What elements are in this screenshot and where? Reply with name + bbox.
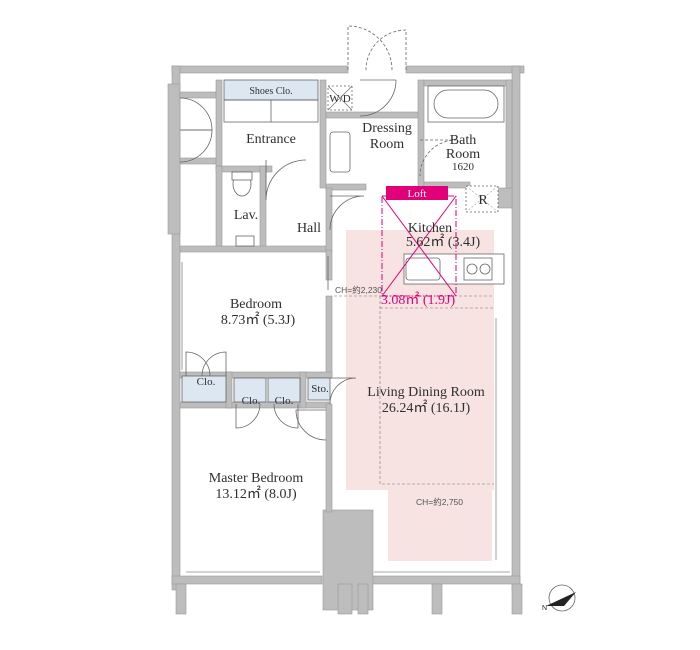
wd-label: W/D [329,93,350,105]
ceiling-boundaries [334,295,494,485]
loft-outline [381,195,457,297]
door-swings [179,25,457,441]
bath-label-1: Bath [450,133,476,148]
refrigerator-label: R [478,193,488,208]
storage-fixture [307,377,331,401]
lav-label: Lav. [234,208,258,223]
bath-size-label: 1620 [452,161,475,173]
storage-label: Sto. [311,383,329,395]
kitchen-area-label: 5.62㎡ (3.4J) [406,234,481,250]
hall-label: Hall [297,221,321,236]
ch-living-label: CH=約2,750 [416,497,463,507]
master-closet-2-fixture [267,377,301,403]
fixtures [181,79,505,403]
living-floor-tint-lower [388,488,492,561]
toilet-tank-fixture [235,235,255,247]
dressing-basin-fixture [329,131,351,173]
room-labels: Shoes Clo. W/D Entrance Dressing Room Ba… [197,86,489,507]
ch-kitchen-label: CH=約2,230 [335,285,382,295]
bedroom-closet-fixture [181,375,227,403]
loft-area [381,186,457,297]
master-bedroom-label: Master Bedroom [209,471,304,486]
kitchen-sink [405,257,441,281]
kitchen-label: Kitchen [408,221,452,236]
north-arrow-icon: N [542,584,576,612]
entrance-label: Entrance [246,132,296,147]
loft-area-label: 3.08㎡ (1.9J) [381,292,456,308]
dressing-label-1: Dressing [362,121,412,136]
master-bedroom-area-label: 13.12㎡ (8.0J) [215,486,297,502]
bath-label-2: Room [446,147,480,162]
walls [167,65,525,615]
dressing-label-2: Room [370,137,404,152]
living-area-label: 26.24㎡ (16.1J) [382,400,471,416]
kitchen-cooktop [463,257,493,281]
bedroom-area-label: 8.73㎡ (5.3J) [221,312,296,328]
master-closet-2-label: Clo. [275,395,294,407]
windows [181,262,510,573]
bedroom-label: Bedroom [230,297,282,312]
master-closet-1-fixture [233,377,267,403]
bedroom-closet-label: Clo. [197,376,216,388]
living-label: Living Dining Room [367,385,485,400]
svg-text:N: N [542,605,547,612]
master-closet-1-label: Clo. [242,395,261,407]
loft-label: Loft [408,188,427,200]
shoes-closet-label: Shoes Clo. [249,86,292,97]
